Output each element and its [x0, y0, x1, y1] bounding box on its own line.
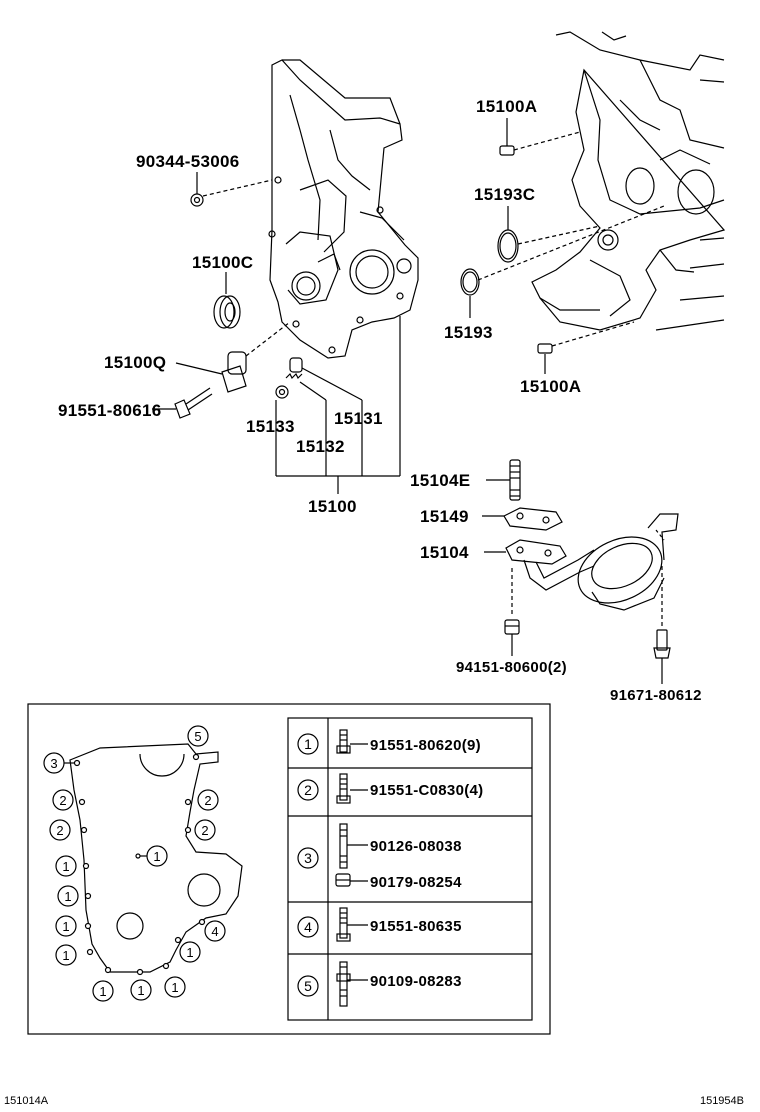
svg-text:2: 2	[59, 793, 66, 808]
callout-15193C: 15193C	[474, 185, 535, 204]
callout-15100Q: 15100Q	[104, 353, 166, 372]
callout-15100A-bottom: 15100A	[520, 377, 581, 396]
svg-text:1: 1	[62, 919, 69, 934]
bolt-map-label: 1	[130, 979, 152, 1001]
callout-15131: 15131	[334, 409, 383, 428]
spring-15132	[285, 372, 303, 380]
stud-icon-row3	[339, 823, 368, 869]
svg-text:4: 4	[304, 919, 312, 935]
svg-text:1: 1	[186, 945, 193, 960]
valve-15100Q	[221, 321, 291, 393]
svg-text:2: 2	[304, 782, 312, 798]
relief-valve-15133	[275, 385, 289, 399]
bolt-table-key: 2	[297, 779, 319, 801]
callout-15104: 15104	[420, 543, 469, 562]
bolt-map-label: 2	[194, 819, 216, 841]
engine-block-drawing	[531, 31, 726, 331]
footer-code-left: 151014A	[4, 1095, 49, 1107]
svg-text:2: 2	[56, 823, 63, 838]
callouts: 90344-53006 15100C 15100Q 91551-80616 15…	[58, 97, 702, 704]
bolt-icon-row1	[336, 729, 368, 754]
bolt-map-labels: 3 5 2 2 2 2 1 1 1 1 1 1 4 1 1 1	[43, 725, 226, 1002]
bolt-table-key: 3	[297, 847, 319, 869]
callout-94151-80600: 94151-80600(2)	[456, 659, 567, 676]
bolt-icon-row4	[336, 907, 368, 942]
callout-15100: 15100	[308, 497, 357, 516]
o-ring-15193C	[497, 225, 601, 263]
bolt-map-label: 1	[57, 885, 79, 907]
svg-text:4: 4	[211, 924, 218, 939]
bolt-table-part: 90109-08283	[370, 973, 462, 990]
callout-15100A-top: 15100A	[476, 97, 537, 116]
callout-90344-53006: 90344-53006	[136, 152, 240, 171]
timing-cover-drawing	[268, 59, 419, 359]
bolt-map-label: 1	[140, 845, 168, 867]
callout-15133: 15133	[246, 417, 295, 436]
svg-text:1: 1	[153, 849, 160, 864]
svg-text:2: 2	[204, 793, 211, 808]
bolt-table-key: 5	[297, 975, 319, 997]
callout-15149: 15149	[420, 507, 469, 526]
stud-15104E	[509, 459, 521, 501]
bolt-91671-80612	[653, 566, 671, 659]
callout-15104E: 15104E	[410, 471, 470, 490]
svg-text:5: 5	[194, 729, 201, 744]
bolt-map-label: 1	[92, 980, 114, 1002]
bolt-table-part: 90179-08254	[370, 874, 462, 891]
bolt-table-part: 91551-C0830(4)	[370, 782, 483, 799]
bolt-map-label: 2	[197, 789, 219, 811]
bolt-map-label: 1	[55, 855, 77, 877]
svg-text:3: 3	[304, 850, 312, 866]
callout-91671-80612: 91671-80612	[610, 687, 702, 704]
svg-text:1: 1	[304, 736, 312, 752]
bolt-map-label: 1	[55, 944, 77, 966]
dowel-15100A-top	[499, 131, 581, 156]
bolt-map-label: 5	[187, 725, 209, 747]
footer-code-right: 151954B	[700, 1095, 744, 1107]
svg-text:1: 1	[99, 984, 106, 999]
svg-text:2: 2	[201, 823, 208, 838]
callout-15100C: 15100C	[192, 253, 253, 272]
bolt-map-label: 2	[49, 819, 71, 841]
svg-text:1: 1	[64, 889, 71, 904]
gasket-15149	[503, 507, 563, 531]
bolt-map-label: 1	[179, 941, 201, 963]
svg-text:3: 3	[50, 756, 57, 771]
plug-15131	[289, 357, 303, 373]
oil-seal-15100C	[213, 295, 241, 329]
bolt-map-label: 2	[52, 789, 74, 811]
bolt-table-key: 1	[297, 733, 319, 755]
svg-text:1: 1	[137, 983, 144, 998]
bolt-map-frame	[27, 703, 551, 1035]
svg-text:1: 1	[62, 948, 69, 963]
nut-icon-row3	[335, 873, 368, 887]
bolt-icon-row5	[336, 961, 368, 1007]
callout-15193: 15193	[444, 323, 493, 342]
o-ring-15193	[460, 205, 665, 296]
bolt-icon-row2	[336, 773, 368, 804]
nut-94151-80600	[504, 568, 520, 635]
bolt-table: 1 2 3 4 5	[287, 717, 533, 1021]
bolt-map-label: 1	[55, 915, 77, 937]
callout-15132: 15132	[296, 437, 345, 456]
bolt-table-key: 4	[297, 916, 319, 938]
bolt-table-part: 90126-08038	[370, 838, 462, 855]
bolt-table-part: 91551-80620(9)	[370, 737, 481, 754]
callout-91551-80616: 91551-80616	[58, 401, 162, 420]
svg-text:1: 1	[171, 980, 178, 995]
bolt-91551-80616	[174, 387, 213, 419]
bolt-map-label: 4	[204, 920, 226, 942]
group-bracket-15100	[275, 316, 401, 494]
bolt-table-part: 91551-80635	[370, 918, 462, 935]
bolt-holes	[73, 753, 206, 976]
bolt-map-label: 1	[164, 976, 186, 998]
strainer-15104	[505, 513, 679, 611]
svg-text:5: 5	[304, 978, 312, 994]
dowel-15100A-bottom	[537, 321, 635, 354]
svg-text:1: 1	[62, 859, 69, 874]
plug-90344-53006	[190, 179, 273, 207]
leader-lines	[152, 118, 663, 684]
